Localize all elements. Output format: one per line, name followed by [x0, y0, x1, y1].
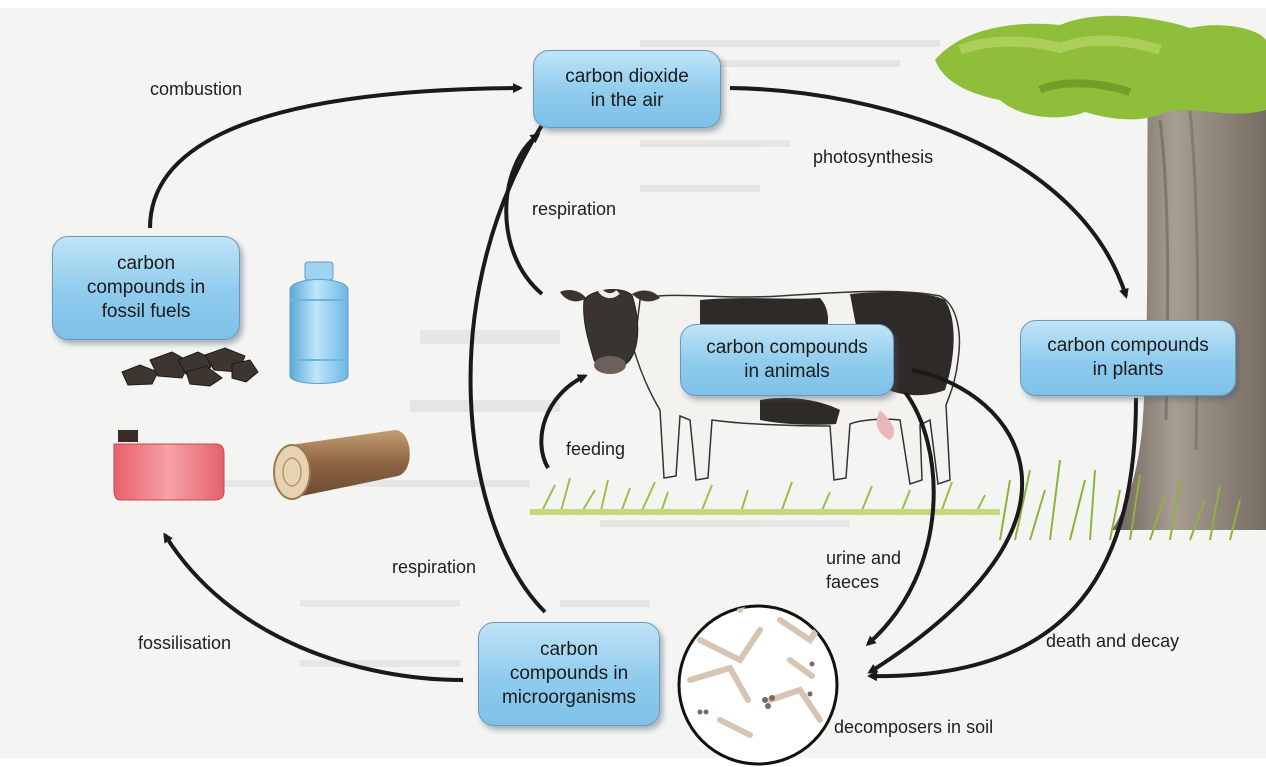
node-label-line: in the air: [565, 89, 689, 113]
label-line: faeces: [826, 570, 901, 594]
label-death-decay: death and decay: [1046, 630, 1179, 652]
label-combustion: combustion: [150, 78, 242, 100]
node-label-line: compounds in: [502, 662, 636, 686]
node-label-line: compounds in: [87, 276, 205, 300]
label-feeding: feeding: [566, 438, 625, 460]
label-line: urine and: [826, 546, 901, 570]
node-label-line: carbon: [87, 252, 205, 276]
node-label-line: carbon compounds: [1047, 334, 1209, 358]
node-label-line: fossil fuels: [87, 300, 205, 324]
label-decomposers: decomposers in soil: [834, 716, 993, 738]
node-label-line: microorganisms: [502, 686, 636, 710]
label-urine-faeces: urine and faeces: [826, 546, 901, 594]
node-label-line: in animals: [706, 360, 868, 384]
label-photosynthesis: photosynthesis: [813, 146, 933, 168]
node-label-line: carbon dioxide: [565, 65, 689, 89]
label-respiration-bottom: respiration: [392, 556, 476, 578]
node-label-line: carbon: [502, 638, 636, 662]
node-label-line: in plants: [1047, 358, 1209, 382]
label-fossilisation: fossilisation: [138, 632, 231, 654]
label-respiration-top: respiration: [532, 198, 616, 220]
node-label-line: carbon compounds: [706, 336, 868, 360]
